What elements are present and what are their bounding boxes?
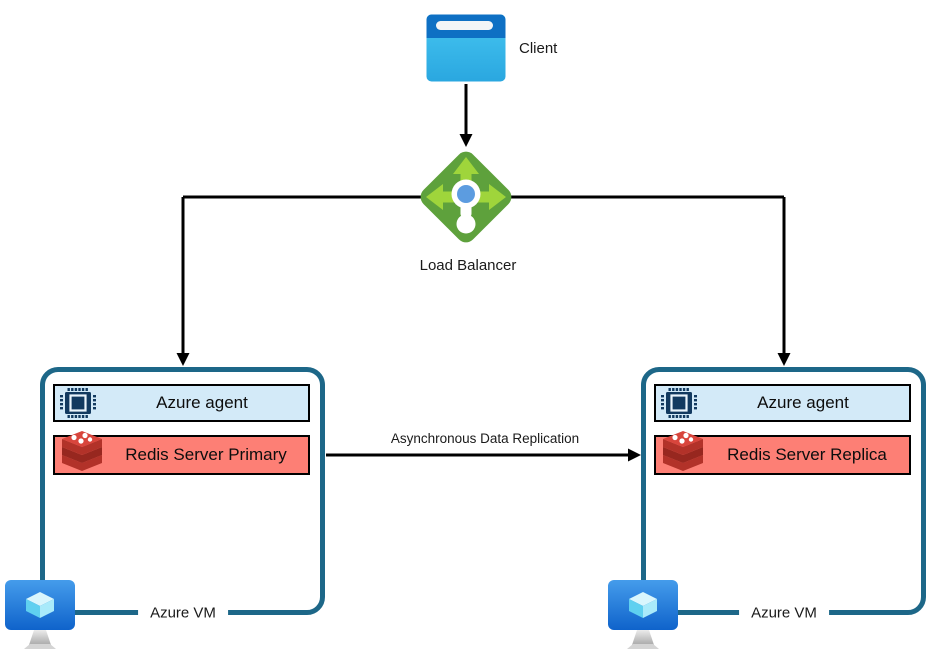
- azure-vm-label: Azure VM: [739, 604, 829, 622]
- arrowhead-down-icon: [176, 353, 190, 366]
- redis-icon: [62, 431, 102, 471]
- vm-box-replica: Azure agent Redis Server Replica: [641, 367, 926, 615]
- azure-vm-icon: [608, 580, 678, 649]
- redis-replica-bar: Redis Server Replica: [654, 431, 911, 475]
- redis-primary-bar: Redis Server Primary: [53, 431, 310, 475]
- azure-vm-label: Azure VM: [138, 604, 228, 622]
- arrowhead-down-icon: [777, 353, 791, 366]
- vm-box-primary: Azure agent Redis Server Primary: [40, 367, 325, 615]
- azure-agent-label: Azure agent: [156, 393, 248, 412]
- client-icon: [426, 14, 506, 82]
- redis-primary-label: Redis Server Primary: [125, 445, 287, 464]
- azure-agent-bar: Azure agent: [53, 384, 310, 422]
- azure-vm-icon: [5, 580, 75, 649]
- replication-label: Asynchronous Data Replication: [390, 431, 580, 446]
- cpu-icon: [661, 388, 697, 418]
- azure-agent-bar: Azure agent: [654, 384, 911, 422]
- azure-agent-label: Azure agent: [757, 393, 849, 412]
- arrowhead-down-icon: [459, 134, 473, 147]
- cpu-icon: [60, 388, 96, 418]
- redis-replica-label: Redis Server Replica: [727, 445, 887, 464]
- client-label: Client: [519, 40, 558, 57]
- load-balancer-icon: [420, 151, 512, 243]
- load-balancer-label: Load Balancer: [419, 257, 517, 274]
- arrowhead-right-icon: [628, 448, 641, 462]
- redis-icon: [663, 431, 703, 471]
